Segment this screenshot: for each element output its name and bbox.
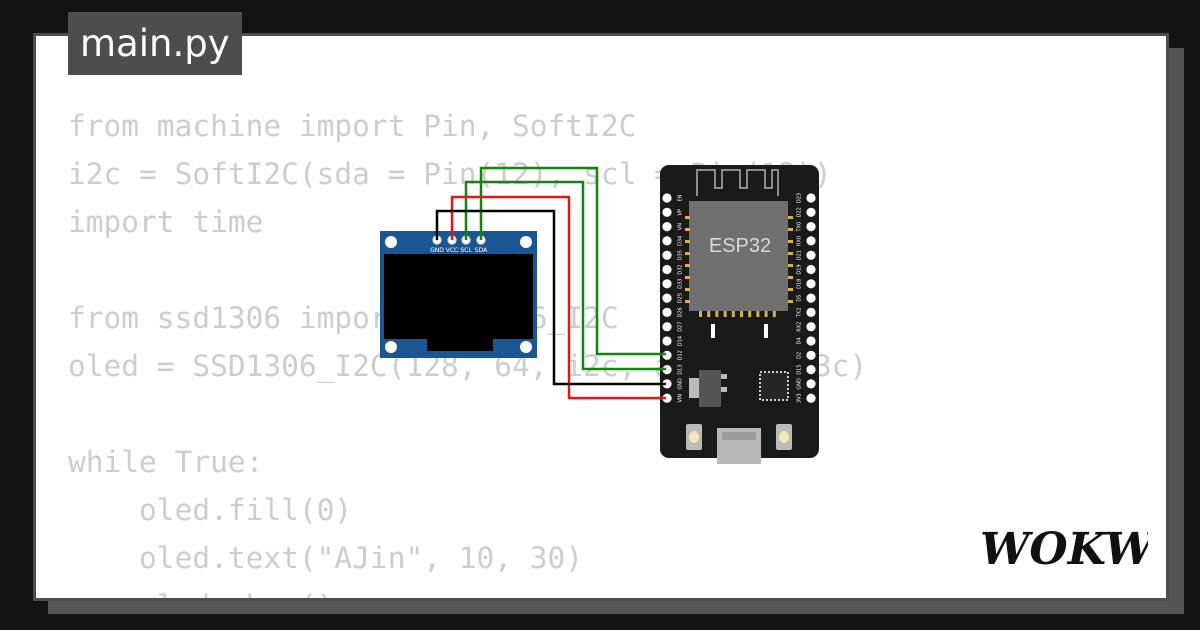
file-tab[interactable]: main.py <box>68 12 242 75</box>
esp32-pin-left[interactable] <box>662 222 672 232</box>
esp32-pin-right[interactable] <box>806 236 816 246</box>
esp32-pin-right[interactable] <box>806 293 816 303</box>
oled-screen <box>384 254 533 339</box>
esp32-pin-right[interactable] <box>806 350 816 360</box>
esp32-module: ESP32 <box>685 201 793 338</box>
code-line: while True: <box>68 445 264 479</box>
esp32-pin-label: D13 <box>678 364 684 374</box>
esp32-board[interactable]: ESP32 ENVPVND34D35D32D33D25D26D27D14D12D… <box>660 165 819 464</box>
oled-pin-label: VCC <box>446 247 458 254</box>
oled-pin-label: SCL <box>460 247 472 254</box>
esp32-pin-right[interactable] <box>806 322 816 332</box>
esp32-pin-label: D25 <box>678 293 684 303</box>
esp32-pin-label: D33 <box>678 279 684 289</box>
esp32-pin-right[interactable] <box>806 222 816 232</box>
svg-text:WOKWi: WOKWi <box>980 524 1148 574</box>
esp32-pin-label: 3V3 <box>797 393 803 403</box>
esp32-pin-left[interactable] <box>662 236 672 246</box>
wire-scl <box>464 180 666 371</box>
esp32-pin-left[interactable] <box>662 207 672 217</box>
esp32-pin-left[interactable] <box>662 279 672 289</box>
esp32-pin-label: RX0 <box>797 236 803 246</box>
code-line: oled.show() <box>68 582 867 598</box>
code-line: from machine import Pin, SoftI2C <box>68 109 637 143</box>
esp32-pin-label: D27 <box>678 322 684 332</box>
esp32-pin-left[interactable] <box>662 293 672 303</box>
esp32-pin-label: RX2 <box>797 322 803 332</box>
esp32-pin-label: D35 <box>678 250 684 260</box>
esp32-pin-left[interactable] <box>662 264 672 275</box>
esp32-pin-label: TX2 <box>797 308 803 319</box>
esp32-pin-right[interactable] <box>806 250 816 260</box>
boot-button[interactable] <box>776 424 792 450</box>
esp32-pin-label: D32 <box>678 264 684 274</box>
esp32-pin-label: VN <box>678 223 684 230</box>
esp32-pin-right[interactable] <box>806 279 816 289</box>
esp32-pin-left[interactable] <box>662 250 672 260</box>
code-line: import time <box>68 205 264 239</box>
code-line: oled.fill(0) <box>68 493 353 527</box>
wire-sda <box>479 166 666 356</box>
esp32-pin-right[interactable] <box>806 336 816 346</box>
esp32-pin-right[interactable] <box>806 207 816 217</box>
oled-pin-label: SDA <box>475 247 488 254</box>
esp32-pin-left[interactable] <box>662 393 672 403</box>
esp32-pin-right[interactable] <box>806 379 816 389</box>
esp32-pin-left[interactable] <box>662 350 672 360</box>
wokwi-logo: WOKWi <box>980 524 1148 574</box>
esp32-pin-label: D22 <box>797 207 803 217</box>
esp32-pin-label: D21 <box>797 250 803 260</box>
wires <box>435 166 666 400</box>
micro-usb-port <box>717 428 761 464</box>
esp32-pin-label: D19 <box>797 264 803 274</box>
esp32-pin-label: D4 <box>797 337 803 344</box>
esp32-pin-right[interactable] <box>806 393 816 403</box>
esp32-pin-label: D15 <box>797 364 803 374</box>
esp32-pin-label: D23 <box>797 193 803 203</box>
esp32-pin-label: GND <box>678 378 684 390</box>
esp32-pin-label: D34 <box>678 236 684 246</box>
esp32-pin-right[interactable] <box>806 365 816 375</box>
esp32-pin-label: D2 <box>797 352 803 359</box>
esp32-pin-left[interactable] <box>662 193 672 203</box>
voltage-regulator <box>689 370 727 407</box>
esp32-pin-right[interactable] <box>806 264 816 275</box>
esp32-pin-left[interactable] <box>662 336 672 346</box>
esp32-pin-label: VIN <box>678 394 684 403</box>
esp32-pin-label: D14 <box>678 336 684 346</box>
wire-gnd <box>435 209 666 386</box>
esp32-pin-label: GND <box>797 378 803 390</box>
oled-pin-label: GND <box>430 247 444 254</box>
esp32-pin-left[interactable] <box>662 365 672 375</box>
esp32-pin-left[interactable] <box>662 322 672 332</box>
esp32-pin-label: D5 <box>797 295 803 302</box>
esp32-pin-label: D26 <box>678 307 684 317</box>
esp32-pin-left[interactable] <box>662 379 672 389</box>
esp32-pin-label: D12 <box>678 350 684 360</box>
esp32-pin-label: TX0 <box>797 222 803 233</box>
reset-button[interactable] <box>686 424 702 450</box>
code-line: oled.text("AJin", 10, 30) <box>68 541 584 575</box>
esp32-pin-right[interactable] <box>806 193 816 203</box>
esp32-pin-label: D18 <box>797 279 803 289</box>
antenna-icon <box>696 169 779 196</box>
usb-chip <box>759 371 789 401</box>
esp32-pin-label: VP <box>678 209 684 215</box>
esp32-pin-left[interactable] <box>662 307 672 317</box>
esp32-pin-label: EN <box>678 194 684 201</box>
esp32-chip-label: ESP32 <box>709 235 771 257</box>
esp32-pin-right[interactable] <box>806 307 816 317</box>
